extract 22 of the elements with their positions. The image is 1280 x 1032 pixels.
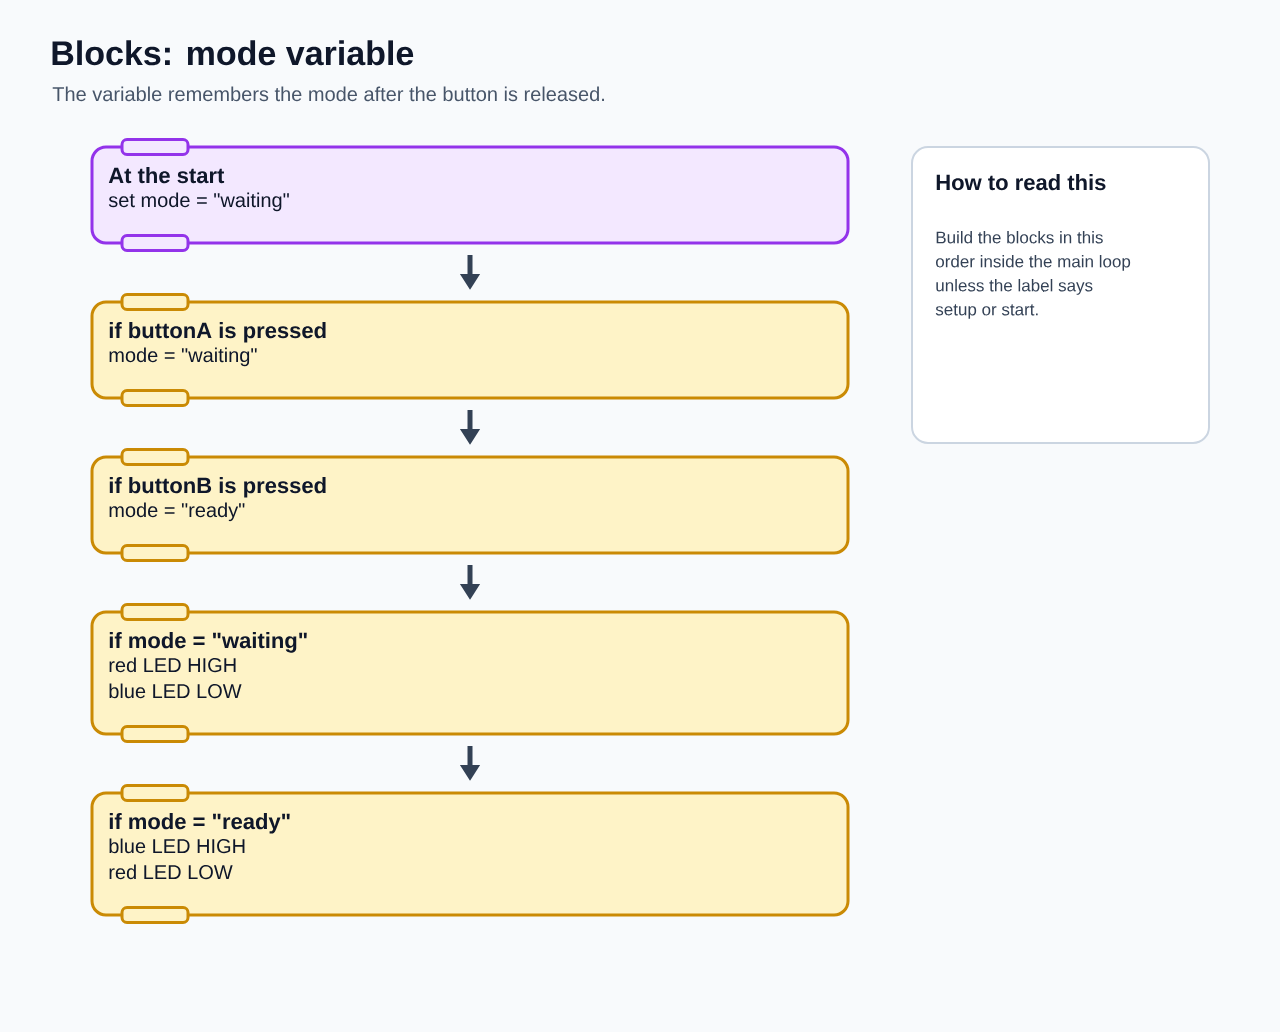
block-text: blue LED HIGH — [109, 838, 245, 854]
card-heading: How to read this — [936, 174, 1106, 191]
block-text: set mode = "waiting" — [108, 192, 289, 212]
block-heading: if mode = "ready" — [109, 813, 290, 834]
code-block — [90, 300, 850, 400]
note-card — [911, 146, 1210, 444]
code-block — [90, 791, 850, 917]
block-text: mode = "ready" — [109, 502, 245, 522]
block-heading: At the start — [108, 167, 225, 184]
subtitle: The variable remembers the mode after the button is released. — [52, 86, 604, 102]
block-heading: if mode = "waiting" — [109, 632, 307, 653]
block-text: red LED HIGH — [109, 657, 236, 673]
code-block — [90, 145, 850, 245]
block-text: blue LED LOW — [109, 683, 242, 699]
code-block — [90, 455, 850, 555]
title: Blocks: mode variable — [52, 40, 414, 66]
code-block — [90, 610, 850, 736]
block-heading: if buttonB is pressed — [109, 477, 326, 498]
block-text: red LED LOW — [109, 864, 233, 880]
card-text: Build the blocks in this order inside the main loop unless the label says setup or start. — [935, 231, 1131, 319]
block-text: mode = "waiting" — [109, 347, 257, 367]
block-heading: if buttonA is pressed — [109, 322, 326, 343]
